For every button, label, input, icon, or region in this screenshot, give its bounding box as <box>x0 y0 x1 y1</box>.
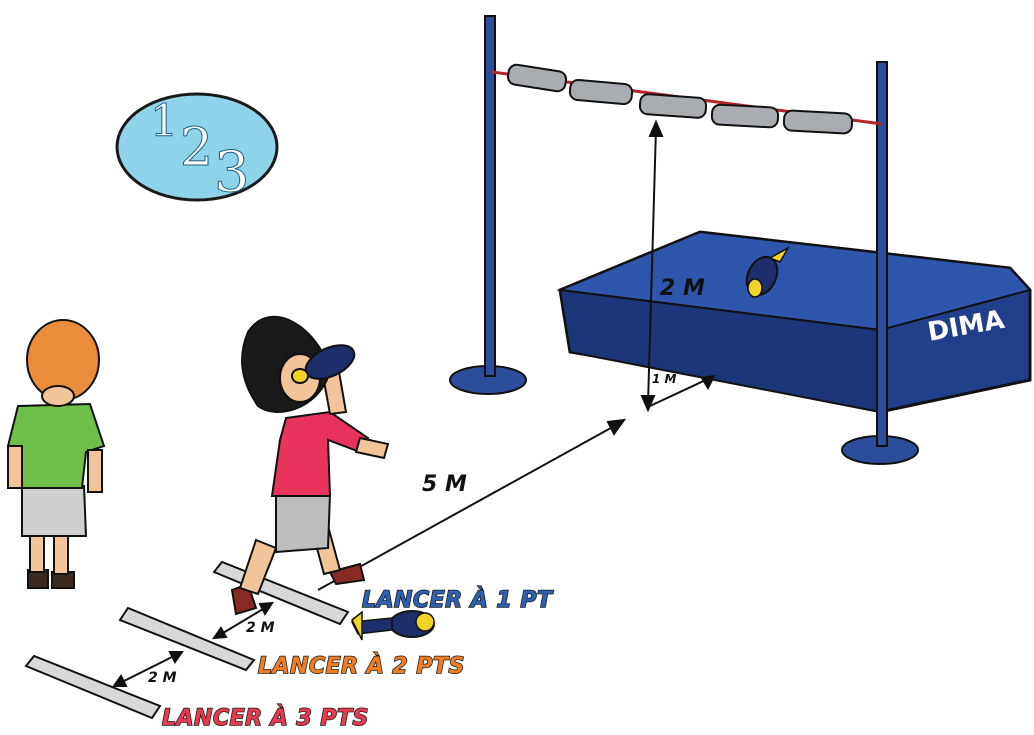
ball-on-ground <box>352 611 434 640</box>
badge-digit-1: 1 <box>150 96 178 147</box>
badge-digit-2: 2 <box>180 118 213 178</box>
throw-line-3-label: LANCER À 3 PTS <box>162 706 369 731</box>
gap-label-1: 2 M <box>246 620 275 636</box>
throw-distance-label: 5 M <box>422 472 467 497</box>
girl-figure <box>232 317 388 614</box>
depth-label: 1 M <box>652 372 676 386</box>
gap-label-2: 2 M <box>148 670 177 686</box>
badge-digit-3: 3 <box>214 140 250 205</box>
foam-bar <box>492 64 882 134</box>
throw-line-2-label: LANCER À 2 PTS <box>258 654 465 679</box>
throw-line-1-label: LANCER À 1 PT <box>362 588 553 613</box>
boy-figure <box>8 320 104 588</box>
height-label: 2 M <box>660 276 705 301</box>
